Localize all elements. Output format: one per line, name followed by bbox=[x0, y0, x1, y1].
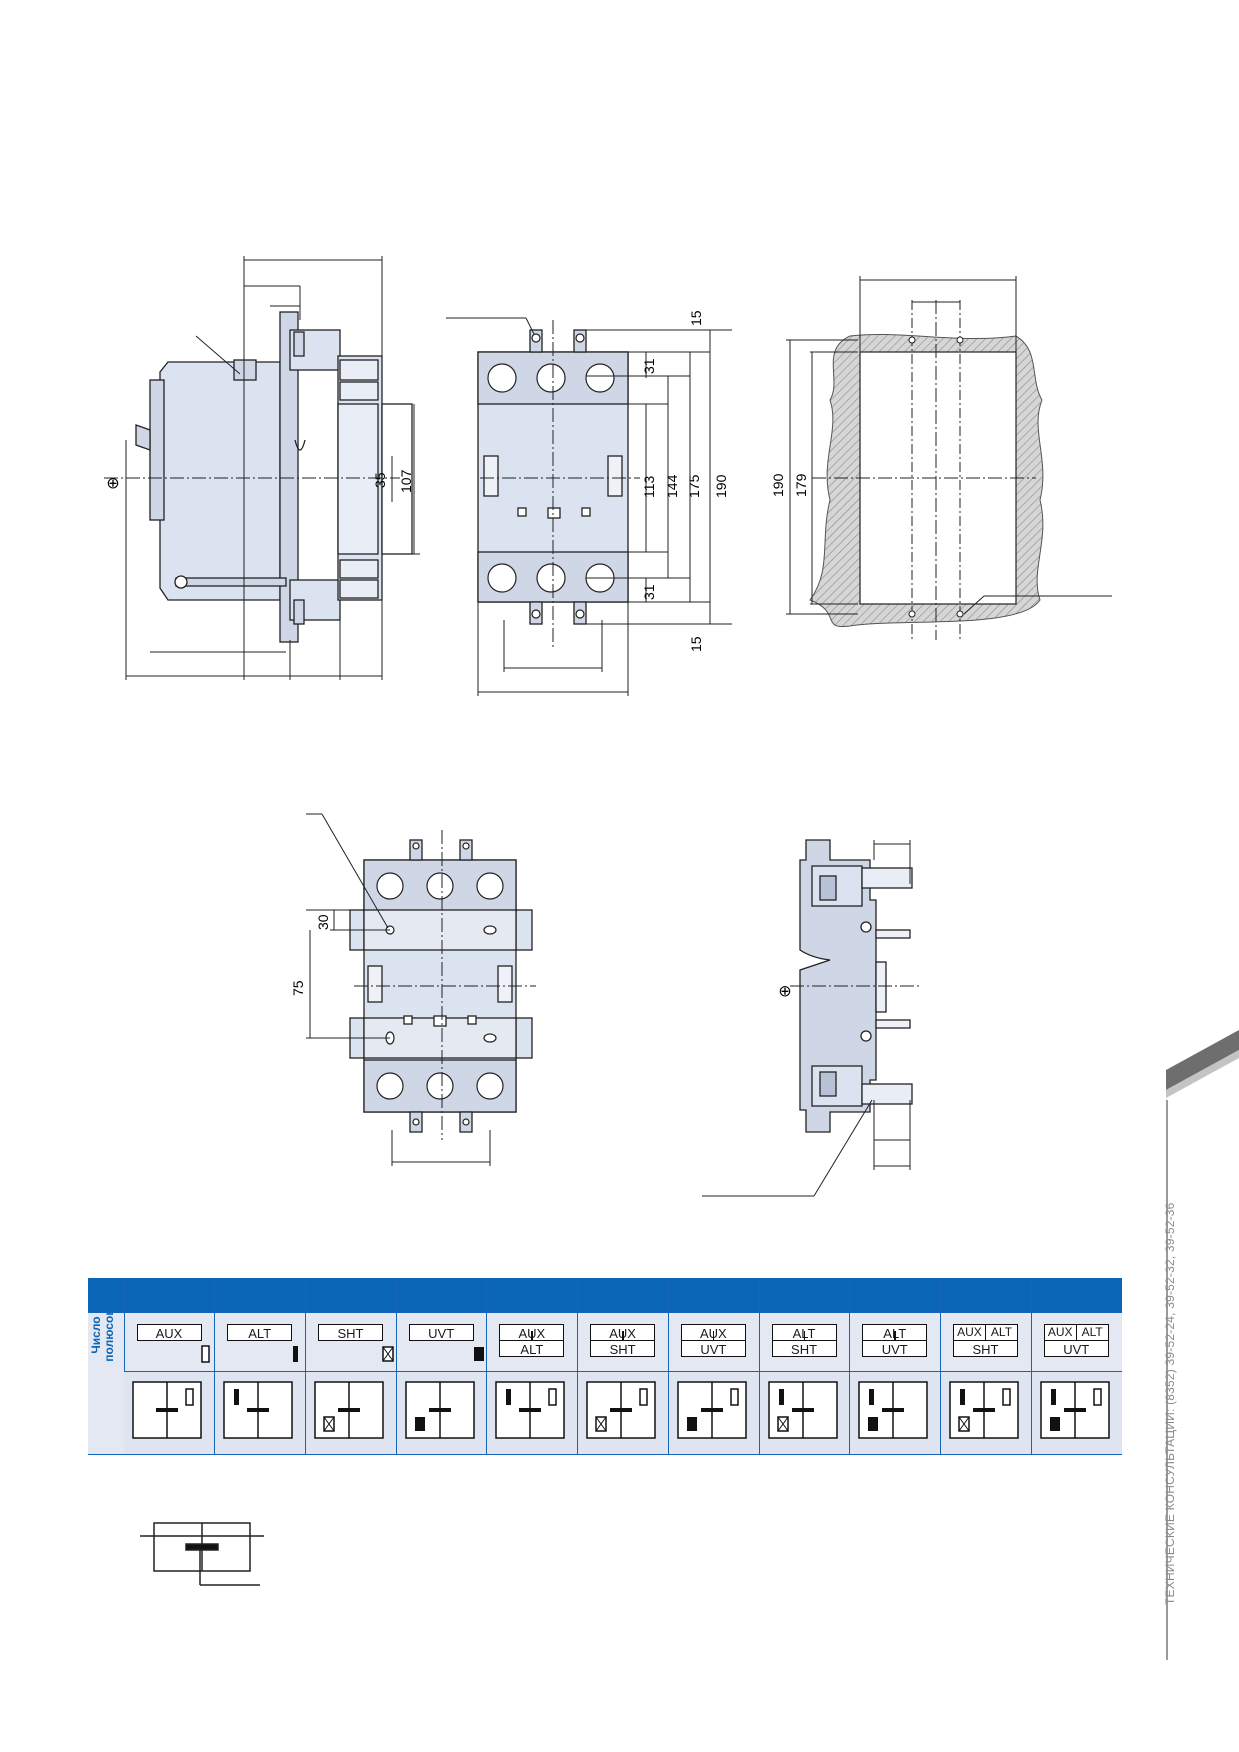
code-box: UVT bbox=[862, 1340, 928, 1357]
code-box: UVT bbox=[408, 1324, 474, 1341]
code-box: SHT bbox=[317, 1324, 383, 1341]
dim-31-bot: 31 bbox=[641, 584, 657, 600]
dim-31-top: 31 bbox=[641, 358, 657, 374]
breaker-symbol-icon bbox=[949, 1381, 1019, 1439]
alt-mark-icon bbox=[293, 1346, 299, 1362]
code-box: UVT bbox=[680, 1340, 746, 1357]
code-cell-alt-uvt: ALT UVT bbox=[849, 1312, 941, 1372]
poles-cell: Число полюсов bbox=[88, 1308, 124, 1455]
code-box: SHT bbox=[590, 1340, 656, 1357]
symbol-cell bbox=[758, 1371, 850, 1455]
code-cell-sht: SHT bbox=[304, 1312, 397, 1372]
side-view bbox=[135, 311, 413, 643]
code-cell-aux-alt: AUX ALT bbox=[486, 1312, 578, 1372]
side-view-lines bbox=[104, 256, 420, 680]
front-dim-lines bbox=[446, 317, 732, 696]
breaker-symbol-icon bbox=[767, 1381, 838, 1439]
accessory-table: Число полюсов AUX ALT SHT UVT bbox=[88, 1278, 1122, 1455]
breaker-symbol-icon bbox=[223, 1381, 293, 1439]
code-cell-aux-uvt: AUX UVT bbox=[667, 1312, 760, 1372]
cutout-dim-190: 190 bbox=[770, 473, 786, 497]
dim-144: 144 bbox=[664, 474, 680, 498]
sht-mark-icon bbox=[382, 1346, 394, 1362]
dim-175: 175 bbox=[686, 474, 702, 498]
breaker-symbol-icon bbox=[495, 1381, 566, 1439]
cutout-dim-179: 179 bbox=[793, 473, 809, 497]
code-box: UVT bbox=[1043, 1340, 1109, 1357]
poles-label: Число полюсов bbox=[89, 1308, 116, 1362]
sidebar-rule bbox=[1166, 1100, 1168, 1660]
dim-15-bot: 15 bbox=[688, 636, 704, 652]
symbol-cell bbox=[124, 1371, 215, 1455]
symbol-cell bbox=[1030, 1371, 1122, 1455]
symbol-cell bbox=[395, 1371, 487, 1455]
panel-cutout-view bbox=[809, 333, 1044, 628]
breaker-symbol-icon bbox=[404, 1381, 475, 1439]
symbol-cell bbox=[486, 1371, 578, 1455]
breaker-symbol-icon bbox=[586, 1381, 656, 1439]
dim-35: 35 bbox=[372, 472, 388, 488]
dim-190: 190 bbox=[713, 474, 729, 498]
code-box: ALT bbox=[227, 1324, 293, 1341]
breaker-symbol-icon bbox=[314, 1381, 384, 1439]
symbol-cell bbox=[577, 1371, 669, 1455]
code-cell-aux-sht: AUX SHT bbox=[577, 1312, 669, 1372]
cutout-dim-lines bbox=[786, 276, 1112, 640]
dim-107: 107 bbox=[398, 469, 414, 493]
din-rail-terminals bbox=[376, 842, 504, 1126]
din-side-dim-lines bbox=[702, 840, 920, 1197]
aux-mark-icon bbox=[200, 1345, 210, 1363]
rail-dim-30: 30 bbox=[315, 914, 331, 930]
sidebar-contact-text: ТЕХНИЧЕСКИЕ КОНСУЛЬТАЦИИ: (8352) 39-52-2… bbox=[1163, 1202, 1177, 1605]
breaker-symbol-icon bbox=[858, 1381, 928, 1439]
code-cell-alt-sht: ALT SHT bbox=[758, 1312, 850, 1372]
breaker-symbol-icon bbox=[677, 1381, 747, 1439]
symbol-cell bbox=[939, 1371, 1032, 1455]
accessory-grid: Число полюсов AUX ALT SHT UVT bbox=[88, 1278, 1122, 1455]
code-cell-aux: AUX bbox=[123, 1312, 215, 1372]
symbol-row bbox=[88, 1371, 1122, 1455]
rail-dim-75: 75 bbox=[290, 980, 306, 996]
symbol-cell bbox=[214, 1371, 306, 1455]
symbol-cell bbox=[304, 1371, 397, 1455]
front-terminals bbox=[487, 333, 615, 619]
code-box: SHT bbox=[952, 1340, 1018, 1357]
code-box: SHT bbox=[771, 1340, 837, 1357]
centre-mark: ⊕ bbox=[105, 477, 122, 490]
breaker-symbol-icon bbox=[132, 1381, 202, 1439]
din-rail-dim-lines bbox=[306, 813, 536, 1166]
code-box: AUX bbox=[136, 1324, 202, 1341]
code-box: ALT bbox=[499, 1340, 565, 1357]
code-cell-alt: ALT bbox=[214, 1312, 306, 1372]
breaker-symbol-icon bbox=[1039, 1381, 1110, 1439]
uvt-mark-icon bbox=[473, 1347, 484, 1361]
symbol-cell bbox=[667, 1371, 760, 1455]
dim-113: 113 bbox=[641, 475, 657, 498]
cutout-holes bbox=[908, 336, 964, 618]
table-header bbox=[88, 1278, 1122, 1313]
legend-symbol bbox=[140, 1522, 264, 1586]
code-cell-uvt: UVT bbox=[395, 1312, 487, 1372]
corner-stripe bbox=[1166, 1030, 1239, 1098]
code-row: Число полюсов AUX ALT SHT UVT bbox=[88, 1308, 1122, 1455]
din-side-centre-mark: ⊕ bbox=[777, 985, 794, 998]
symbol-cell bbox=[849, 1371, 941, 1455]
dim-15-top: 15 bbox=[688, 310, 704, 326]
